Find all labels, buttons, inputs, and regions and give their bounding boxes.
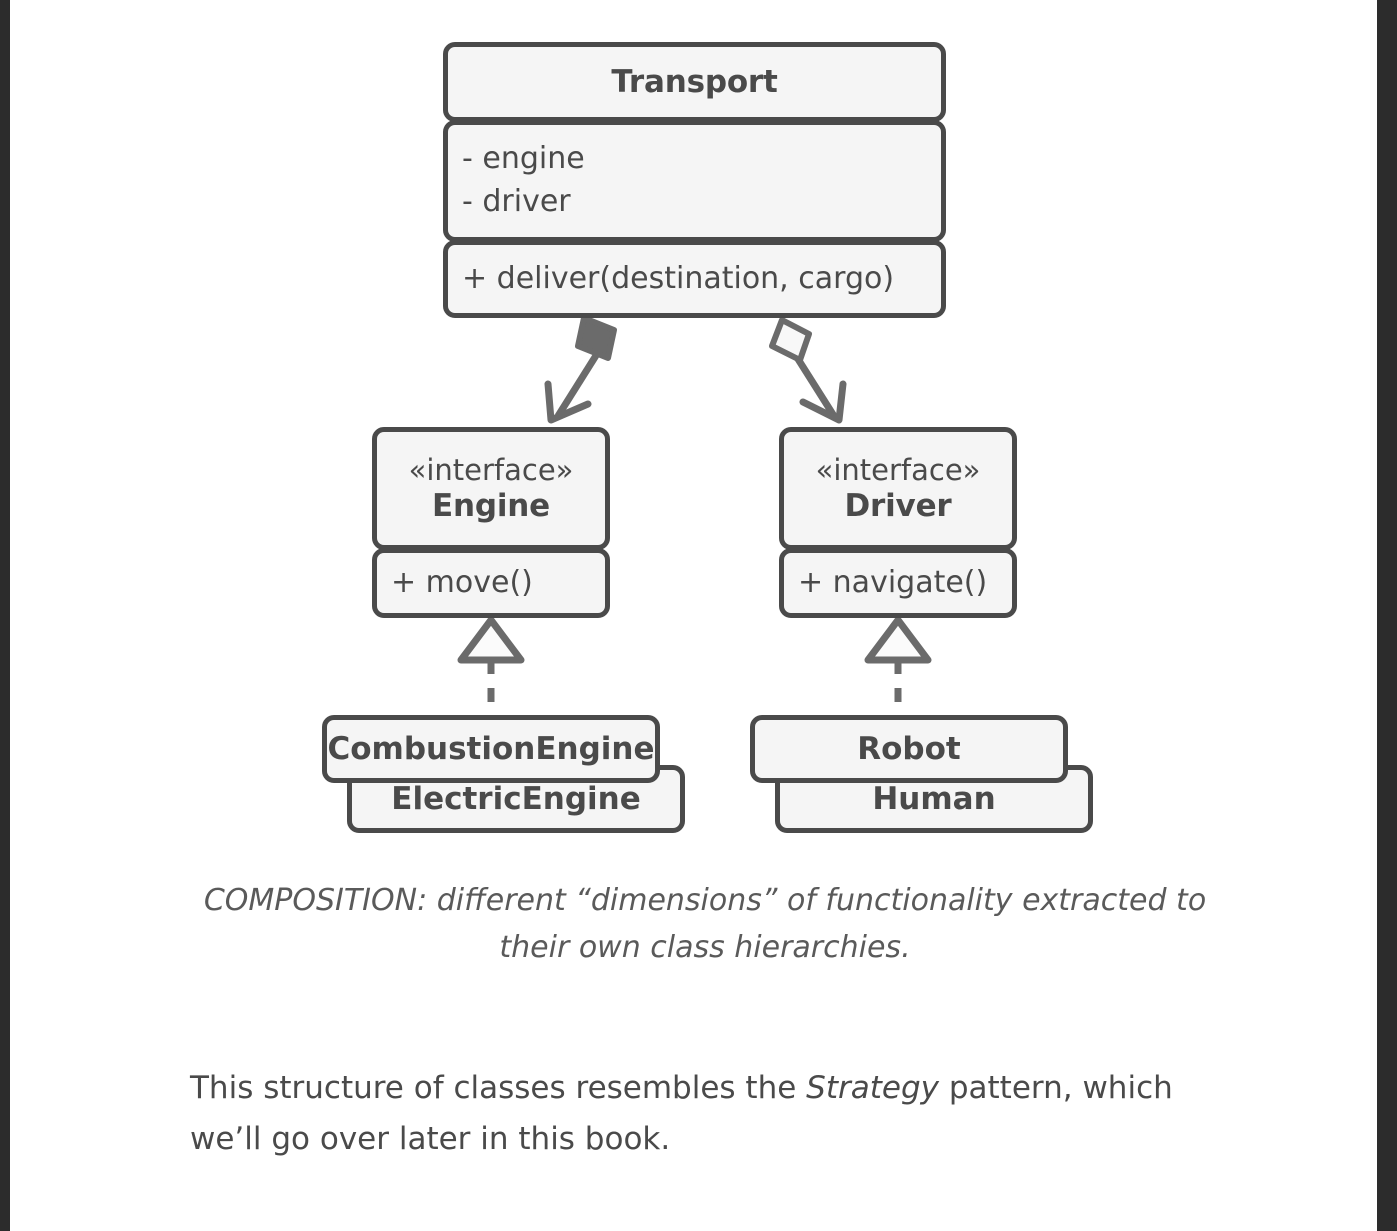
class-box-engine-operations[interactable]: + move() xyxy=(372,548,610,618)
class-box-robot[interactable]: Robot xyxy=(750,715,1068,783)
composition-connector-transport-engine xyxy=(544,315,617,424)
class-name-driver: Driver xyxy=(844,487,952,524)
hollow-diamond-marker xyxy=(769,317,812,363)
paragraph-text-after: pattern, which we’ll go over later in th… xyxy=(190,1070,1173,1158)
uml-class-diagram: Transport - engine - driver + deliver(de… xyxy=(10,0,1377,870)
diagram-connectors xyxy=(457,315,932,714)
open-arrowhead xyxy=(799,380,847,424)
class-box-combustionengine[interactable]: CombustionEngine xyxy=(322,715,660,783)
aggregation-connector-transport-driver xyxy=(769,317,847,424)
stereotype-driver: «interface» xyxy=(815,453,981,488)
page-canvas: Transport - engine - driver + deliver(de… xyxy=(10,0,1377,1231)
body-paragraph: This structure of classes resembles the … xyxy=(190,1063,1240,1165)
filled-diamond-marker xyxy=(575,315,617,361)
paragraph-text-before: This structure of classes resembles the xyxy=(190,1070,807,1106)
class-name-engine: Engine xyxy=(432,487,550,524)
class-box-transport-title[interactable]: Transport xyxy=(443,42,946,122)
class-name-human: Human xyxy=(872,781,996,817)
operation-move: + move() xyxy=(391,564,533,600)
hollow-triangle-arrowhead xyxy=(864,616,932,664)
hollow-triangle-arrowhead xyxy=(457,616,525,664)
realization-connector-combustionengine-engine xyxy=(457,616,525,714)
attribute-driver: - driver xyxy=(462,184,571,219)
open-arrowhead xyxy=(544,380,592,424)
figure-caption: COMPOSITION: different “dimensions” of f… xyxy=(203,883,1207,965)
class-name-robot: Robot xyxy=(857,731,961,767)
class-box-driver-header[interactable]: «interface» Driver xyxy=(779,427,1017,550)
operation-navigate: + navigate() xyxy=(798,564,988,600)
operation-deliver: + deliver(destination, cargo) xyxy=(462,260,895,296)
class-name-electricengine: ElectricEngine xyxy=(391,781,641,817)
attribute-engine: - engine xyxy=(462,141,585,177)
class-box-driver-operations[interactable]: + navigate() xyxy=(779,548,1017,618)
class-name-combustionengine: CombustionEngine xyxy=(327,731,655,767)
stereotype-engine: «interface» xyxy=(408,453,574,488)
pattern-name-strategy: Strategy xyxy=(806,1070,939,1106)
class-name-transport: Transport xyxy=(611,64,778,100)
class-box-transport-operations[interactable]: + deliver(destination, cargo) xyxy=(443,240,946,318)
realization-connector-robot-driver xyxy=(864,616,932,714)
class-box-engine-header[interactable]: «interface» Engine xyxy=(372,427,610,550)
class-box-transport-attributes[interactable]: - engine - driver xyxy=(443,120,946,242)
